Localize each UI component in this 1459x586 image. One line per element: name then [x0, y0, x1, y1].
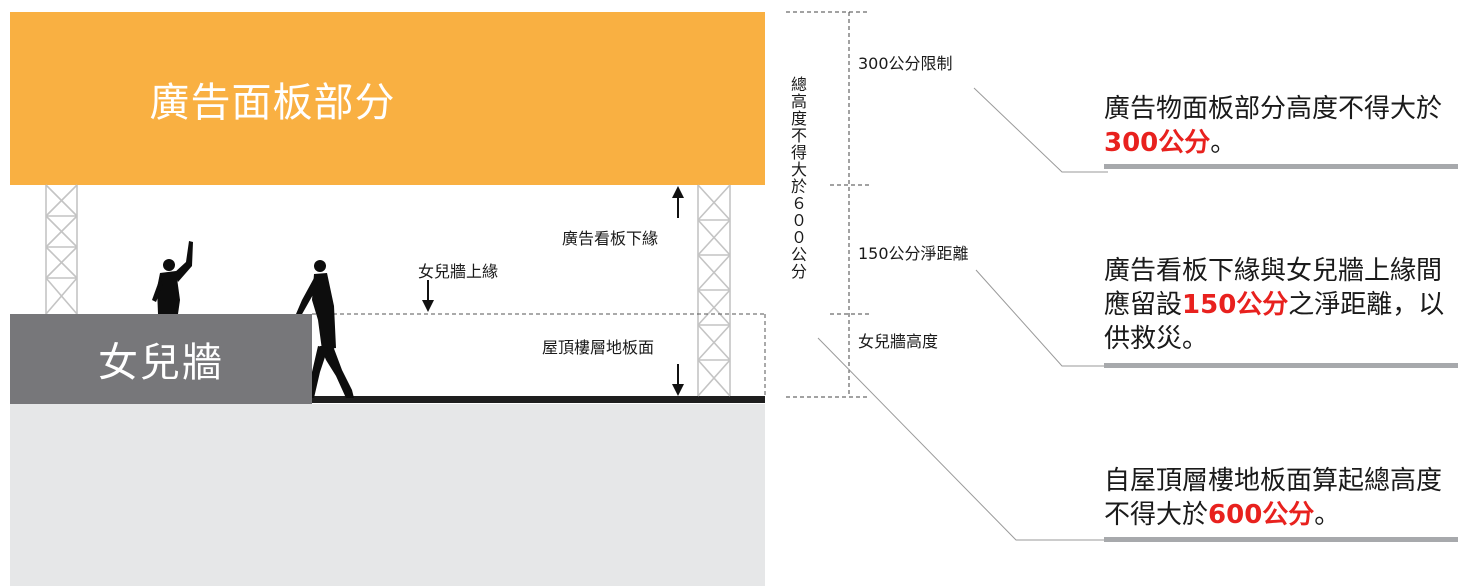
note-text: 自屋頂層樓地板面算起總高度不得大於	[1104, 466, 1443, 530]
label-parapet-height: 女兒牆高度	[858, 332, 939, 351]
note-highlight: 300公分	[1104, 128, 1211, 158]
note-text: 廣告看板下緣與女兒牆上緣間應留設	[1104, 256, 1443, 320]
panel-label: 廣告面板部分	[149, 79, 396, 126]
total-height-label: 總高度不得大於６００公分	[790, 75, 807, 281]
arrow-down-icon	[422, 280, 434, 312]
label-roof-floor: 屋頂樓層地板面	[542, 338, 655, 357]
left-truss	[45, 184, 78, 315]
arrow-up-icon	[672, 186, 684, 218]
roof-floor-line	[10, 396, 765, 403]
person-silhouette-icon	[152, 241, 193, 314]
right-truss	[697, 184, 731, 397]
note-highlight: 150公分	[1182, 290, 1289, 320]
label-150-clearance: 150公分淨距離	[858, 244, 969, 263]
note-text: 廣告物面板部分高度不得大於	[1104, 94, 1443, 124]
note-text: 。	[1314, 500, 1341, 530]
parapet-label: 女兒牆	[98, 340, 224, 386]
note-total-height: 自屋頂層樓地板面算起總高度不得大於600公分。	[1104, 464, 1458, 532]
label-billboard-bottom: 廣告看板下緣	[562, 229, 659, 248]
arrow-down-icon	[672, 364, 684, 396]
label-300-limit: 300公分限制	[858, 54, 953, 73]
note-highlight: 600公分	[1208, 500, 1315, 530]
note-text: 。	[1210, 128, 1237, 158]
label-parapet-top: 女兒牆上緣	[418, 262, 499, 281]
leader-lines	[817, 87, 1108, 541]
note-underlines	[1104, 164, 1458, 542]
note-text: 之淨距離，以供救災。	[1104, 290, 1445, 354]
building-body	[10, 404, 765, 586]
note-clearance: 廣告看板下緣與女兒牆上緣間應留設150公分之淨距離，以供救災。	[1104, 254, 1458, 356]
note-panel-height: 廣告物面板部分高度不得大於 300公分。	[1104, 92, 1458, 160]
parapet-wall: 女兒牆	[10, 314, 312, 404]
advertising-panel: 廣告面板部分	[10, 12, 765, 185]
dimension-lines	[786, 11, 870, 398]
